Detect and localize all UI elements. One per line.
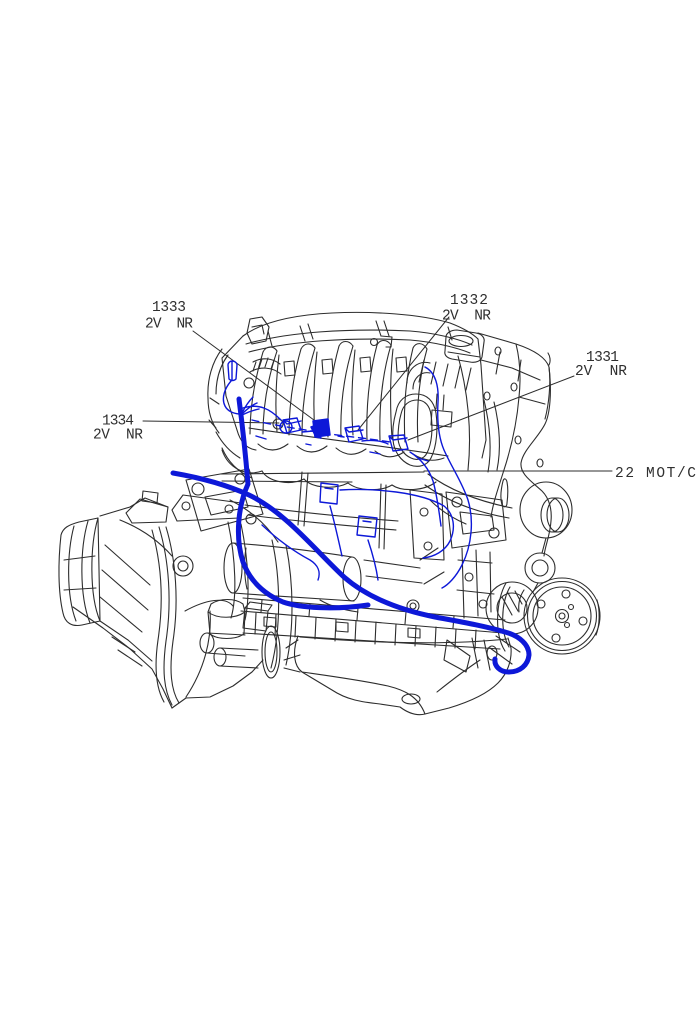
svg-text:1333: 1333: [152, 300, 186, 316]
svg-text:1334: 1334: [102, 414, 134, 430]
svg-text:22 MOT/C: 22 MOT/C: [615, 466, 696, 482]
svg-text:2V NR: 2V NR: [575, 364, 627, 380]
svg-text:1332: 1332: [450, 293, 488, 309]
svg-text:2V NR: 2V NR: [145, 317, 193, 333]
svg-text:2V NR: 2V NR: [442, 309, 491, 325]
svg-text:1331: 1331: [586, 350, 619, 366]
svg-text:2V NR: 2V NR: [93, 428, 143, 444]
